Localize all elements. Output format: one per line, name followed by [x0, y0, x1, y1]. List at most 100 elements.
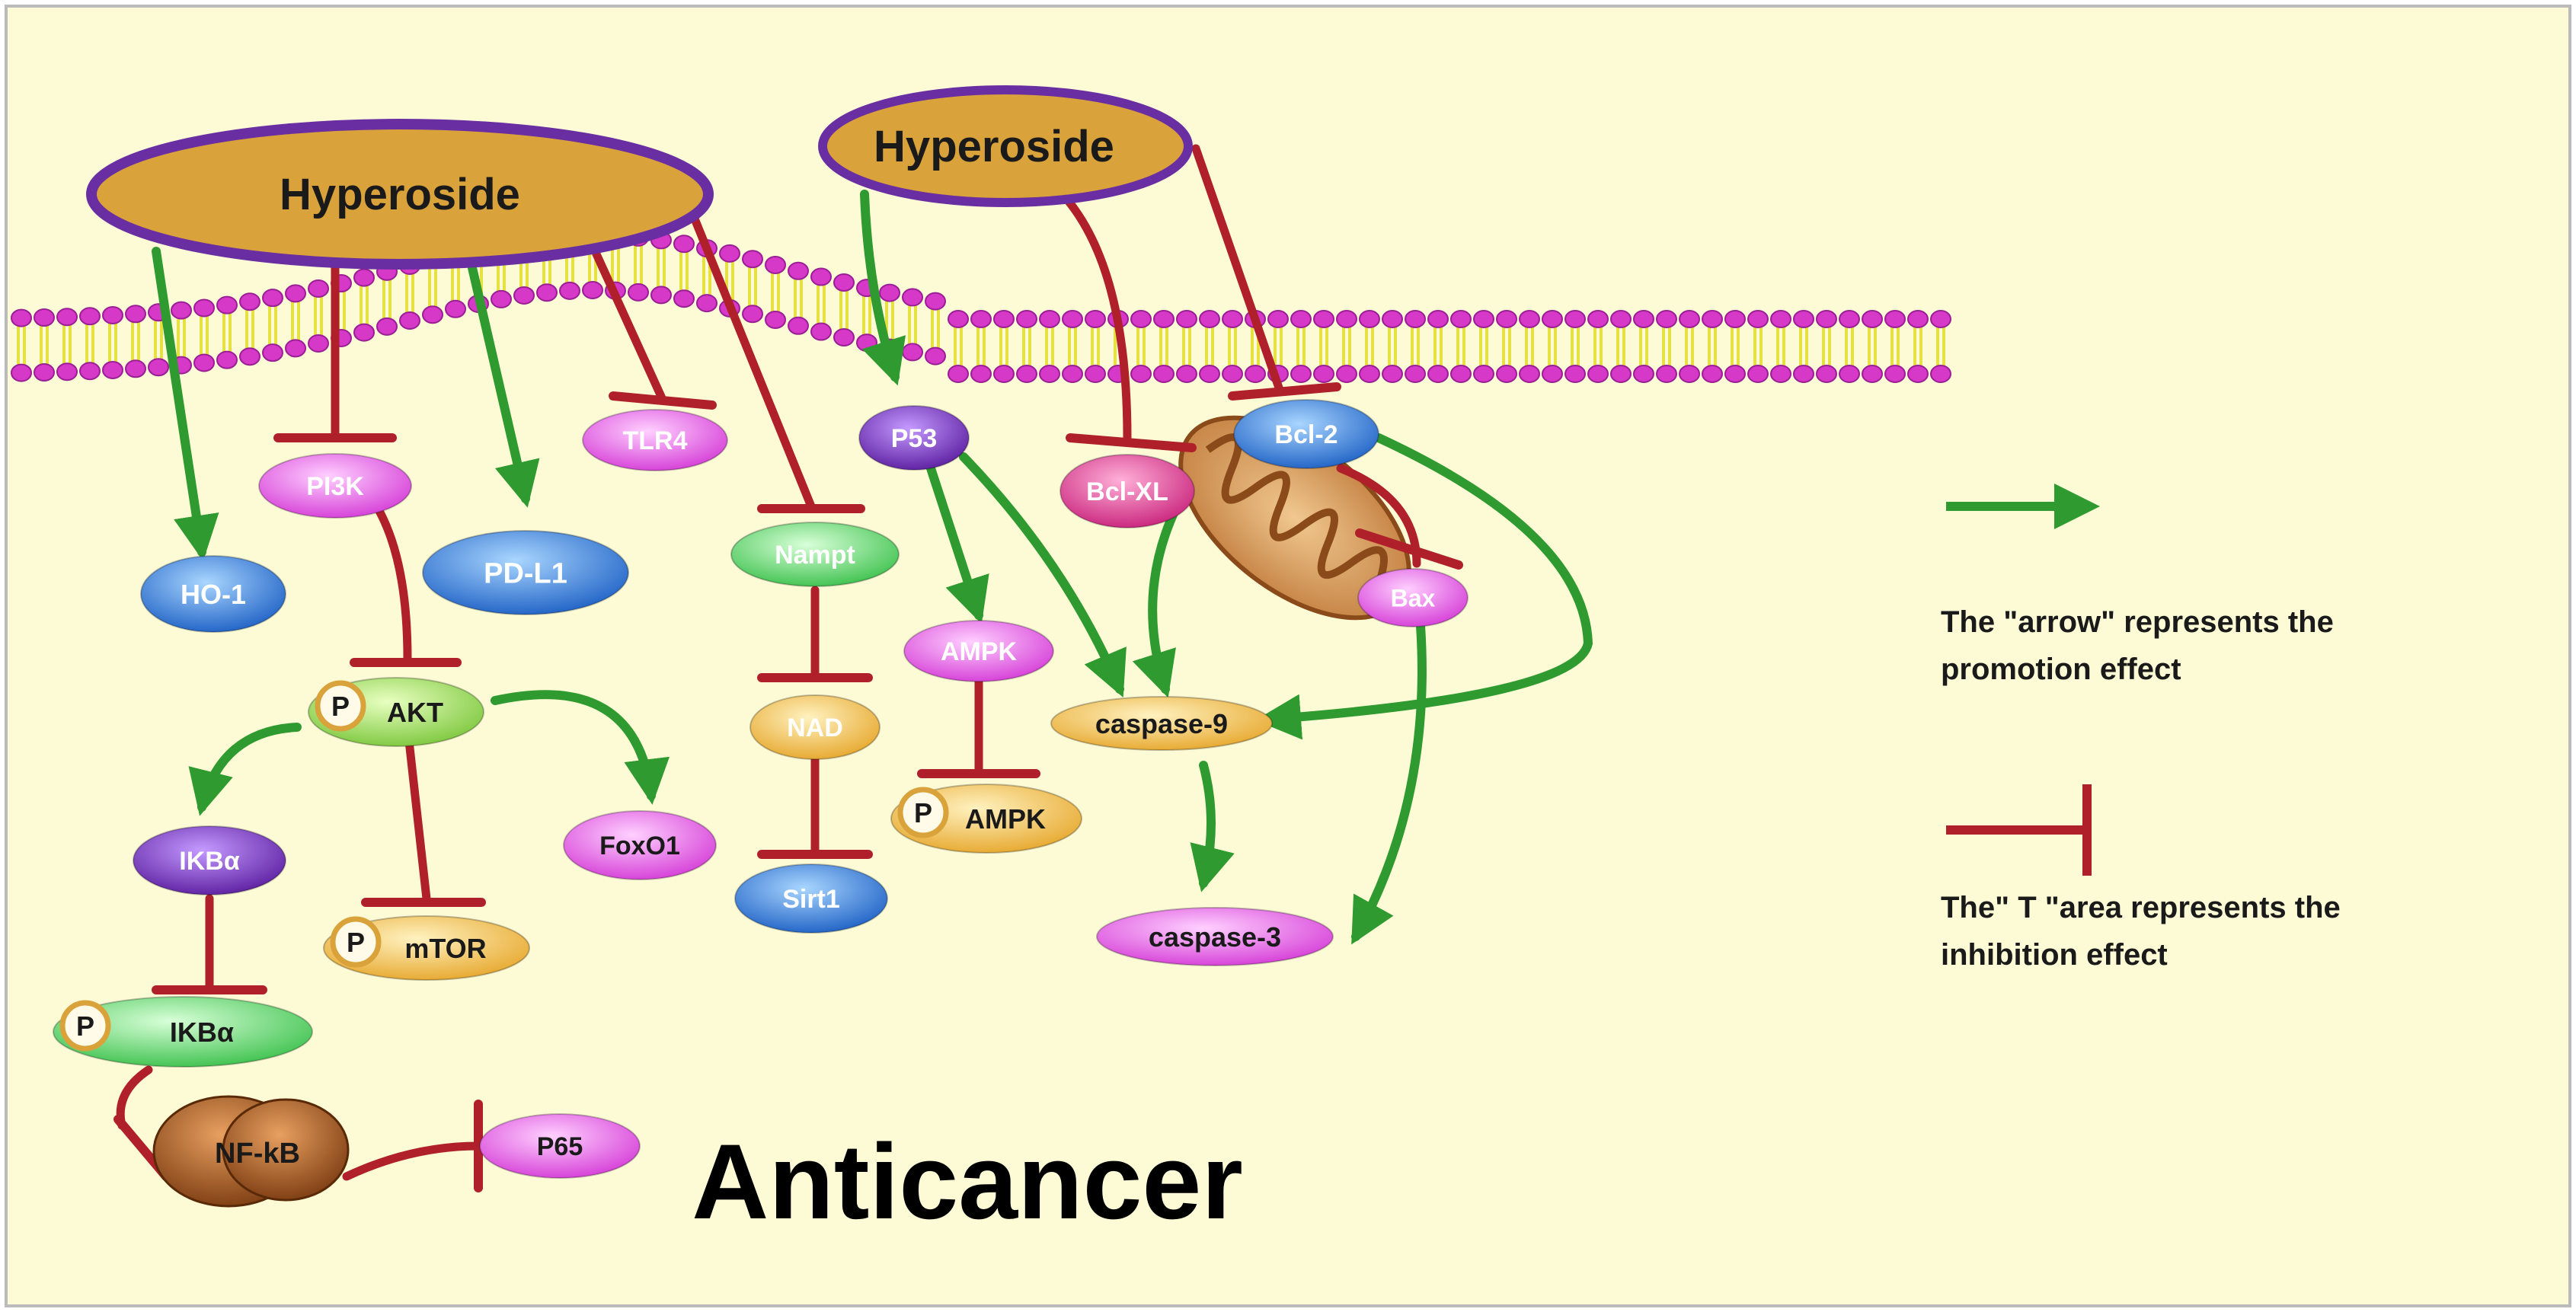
lipid [1427, 310, 1449, 383]
pi3k-node: PI3K [258, 453, 412, 519]
p-ikba-node-label: IKBα [170, 1017, 234, 1048]
p-mtor-node-label: mTOR [404, 933, 486, 964]
edge-bcl2-inhibits-bax [1336, 464, 1463, 570]
lipid [79, 307, 101, 381]
ho1-node: HO-1 [140, 555, 286, 633]
lipid [1199, 310, 1220, 383]
phosphate-badge [315, 680, 366, 732]
lipid [833, 273, 855, 347]
edge-nad-inhibits-sirt1 [757, 745, 873, 859]
lipid [1724, 310, 1746, 383]
lipid [285, 284, 306, 358]
p-ampk-node-label: AMPK [965, 803, 1046, 835]
hyperoside-right: Hyperoside [818, 85, 1193, 207]
p65-node: P65 [479, 1113, 641, 1179]
edge-hyperoside-inhibits-tlr4 [582, 228, 717, 410]
edge-akt-to-ikba [188, 723, 302, 816]
legend-arrow-text-line2: promotion effect [1941, 653, 2181, 686]
lipid [239, 292, 260, 366]
p-ampk-node: P AMPK [890, 784, 1082, 854]
lipid [353, 268, 375, 342]
lipid [148, 303, 169, 377]
lipid [1313, 310, 1334, 383]
pi3k-node-label: PI3K [306, 472, 364, 501]
protein-nodes: HO-1PI3KPD-L1TLR4NamptP53Bcl-XLBcl-2BaxF… [53, 399, 1469, 1208]
lipid [1382, 310, 1403, 383]
lipid [902, 288, 923, 362]
bcl2-node: Bcl-2 [1233, 399, 1379, 469]
lipid [810, 267, 832, 341]
lipid [993, 310, 1015, 383]
lipid [1450, 310, 1472, 383]
ampk-node-label: AMPK [941, 637, 1018, 666]
lipid [673, 235, 695, 308]
lipid [1610, 310, 1632, 383]
bax-node-label: Bax [1391, 585, 1436, 612]
svg-text:P: P [76, 1010, 94, 1042]
ikba-node-label: IKBα [179, 847, 240, 876]
svg-text:P: P [914, 797, 932, 828]
ampk-node: AMPK [903, 620, 1054, 682]
ho1-node-label: HO-1 [181, 579, 246, 610]
caspase9-node-label: caspase-9 [1095, 708, 1228, 739]
lipid [308, 279, 329, 353]
lipid [650, 231, 672, 305]
lipid [1130, 310, 1152, 383]
tlr4-node: TLR4 [582, 409, 728, 471]
edge-nfkb-inhibits-p65 [342, 1100, 483, 1192]
bclxl-node: Bcl-XL [1059, 454, 1195, 528]
lipid [1519, 310, 1540, 383]
lipid [1656, 310, 1677, 383]
lipid [765, 255, 786, 329]
sirt1-node-label: Sirt1 [782, 885, 840, 914]
edge-hyperoside-to-pdl1 [464, 247, 540, 508]
edge-hyperoside-inhibits-nampt [685, 201, 865, 513]
edge-p53-to-caspase9 [959, 452, 1127, 698]
nfkb-node-label: NF-kB [215, 1138, 300, 1170]
p-akt-node-label: AKT [387, 697, 443, 728]
legend-inhibit-text-line1: The" T "area represents the [1941, 891, 2341, 924]
edge-p53-to-ampk [926, 464, 989, 624]
lipid [1862, 310, 1883, 383]
nad-node-label: NAD [787, 713, 843, 742]
edge-ampk-inhibits-pampk [917, 662, 1040, 778]
lipid [1016, 310, 1037, 383]
bax-node: Bax [1357, 568, 1469, 627]
lipid [742, 250, 763, 324]
nampt-node-label: Nampt [775, 541, 855, 570]
edge-ikba-inhibits-pikba [152, 894, 267, 994]
lipid [216, 295, 238, 369]
pdl1-node-label: PD-L1 [484, 558, 567, 590]
lipid [1770, 310, 1791, 383]
lipid [1747, 310, 1769, 383]
nfkb-node: NF-kB [152, 1095, 350, 1208]
lipid [1039, 310, 1060, 383]
edge-bcl2-to-caspase9 [1255, 433, 1593, 740]
p53-node-label: P53 [891, 424, 938, 453]
lipid [948, 310, 969, 383]
legend-arrow-text-line1: The "arrow" represents the [1941, 605, 2334, 639]
phosphate-badge [59, 1000, 111, 1052]
edge-hyperoside-inhibits-bclxl [1058, 190, 1197, 452]
nampt-node: Nampt [730, 522, 900, 587]
lipid [1839, 310, 1860, 383]
pathway-edges [113, 144, 1593, 1192]
lipid [1679, 310, 1700, 383]
lipid [1907, 310, 1929, 383]
p65-node-label: P65 [537, 1132, 583, 1161]
lipid [788, 261, 809, 335]
lipid [1587, 310, 1609, 383]
lipid [1564, 310, 1586, 383]
bcl2-node-label: Bcl-2 [1274, 420, 1338, 449]
legend-inhibit-text-line2: inhibition effect [1941, 938, 2168, 972]
svg-text:P: P [347, 927, 365, 958]
lipid [11, 308, 32, 382]
lipid [262, 289, 283, 362]
edge-hyperoside-inhibits-pi3k [273, 258, 397, 442]
hyperoside-left: Hyperoside [86, 119, 714, 270]
caspase9-node: caspase-9 [1050, 696, 1273, 751]
p53-node: P53 [858, 405, 970, 471]
lipid [56, 308, 78, 381]
